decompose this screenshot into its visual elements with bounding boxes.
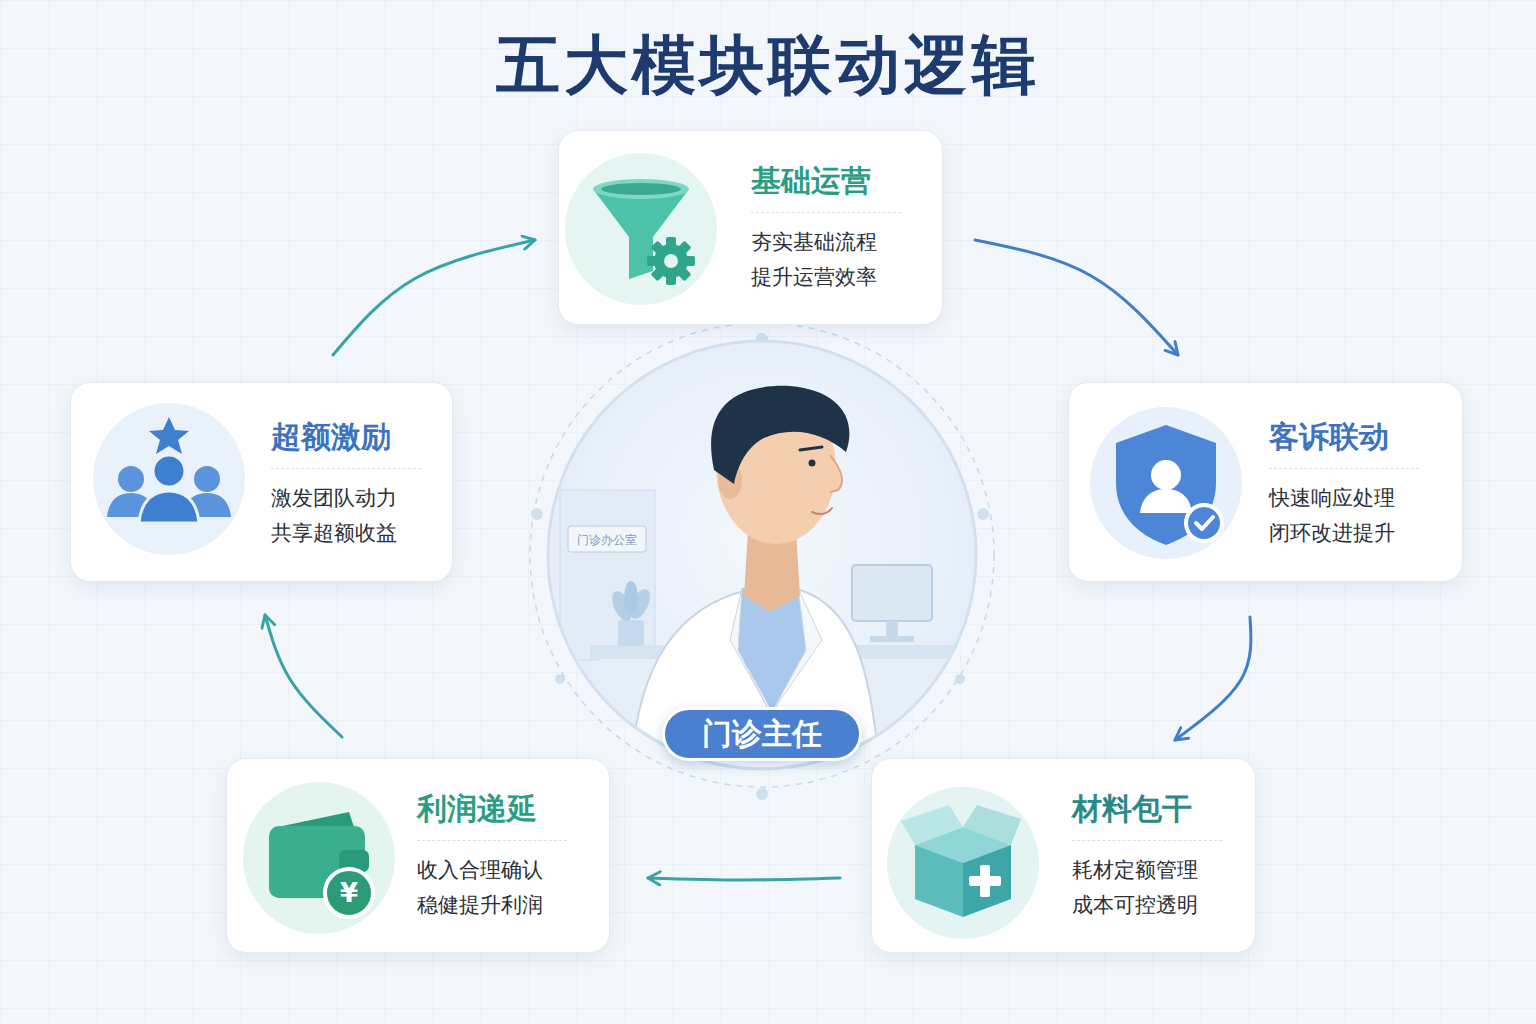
text-column: 利润递延收入合理确认 稳健提升利润 <box>417 789 567 923</box>
module-box: 客诉联动快速响应处理 闭环改进提升 <box>1068 382 1463 582</box>
module-title: 利润递延 <box>417 789 567 841</box>
text-column: 超额激励激发团队动力 共享超额收益 <box>271 417 421 551</box>
wallet-icon <box>239 778 399 938</box>
module-description: 收入合理确认 稳健提升利润 <box>417 853 567 923</box>
door-sign: 门诊办公室 <box>570 529 644 551</box>
module-box: 基础运营夯实基础流程 提升运营效率 <box>558 130 943 325</box>
text-column: 基础运营夯实基础流程 提升运营效率 <box>751 161 901 295</box>
module-title: 材料包干 <box>1072 789 1222 841</box>
flow-arrow <box>333 240 535 355</box>
ring-dots <box>531 333 989 800</box>
outer-ring <box>530 323 994 787</box>
module-box: 超额激励激发团队动力 共享超额收益 <box>70 382 453 582</box>
module-box: 材料包干耗材定额管理 成本可控透明 <box>871 758 1256 953</box>
flow-arrow <box>1175 617 1251 740</box>
module-description: 耗材定额管理 成本可控透明 <box>1072 853 1222 923</box>
diagram-title: 五大模块联动逻辑 <box>0 22 1536 109</box>
currency-symbol: ¥ <box>340 878 358 908</box>
text-column: 客诉联动快速响应处理 闭环改进提升 <box>1269 417 1419 551</box>
director-illustration <box>560 386 970 780</box>
module-description: 快速响应处理 闭环改进提升 <box>1269 481 1419 551</box>
module-title: 基础运营 <box>751 161 901 213</box>
flow-arrow <box>975 240 1178 355</box>
funnel-gear-icon <box>561 149 721 309</box>
flow-arrow <box>648 878 840 880</box>
module-title: 客诉联动 <box>1269 417 1419 469</box>
team-star-icon <box>89 399 249 559</box>
role-badge: 门诊主任 <box>662 707 862 761</box>
module-description: 夯实基础流程 提升运营效率 <box>751 225 901 295</box>
badge-text: 门诊主任 <box>678 714 846 755</box>
shield-icon <box>1086 403 1246 563</box>
module-title: 超额激励 <box>271 417 421 469</box>
module-box: 利润递延收入合理确认 稳健提升利润 ¥ <box>226 758 610 953</box>
text-column: 材料包干耗材定额管理 成本可控透明 <box>1072 789 1222 923</box>
module-description: 激发团队动力 共享超额收益 <box>271 481 421 551</box>
flow-arrow <box>265 615 342 737</box>
medical-box-icon <box>883 783 1043 943</box>
